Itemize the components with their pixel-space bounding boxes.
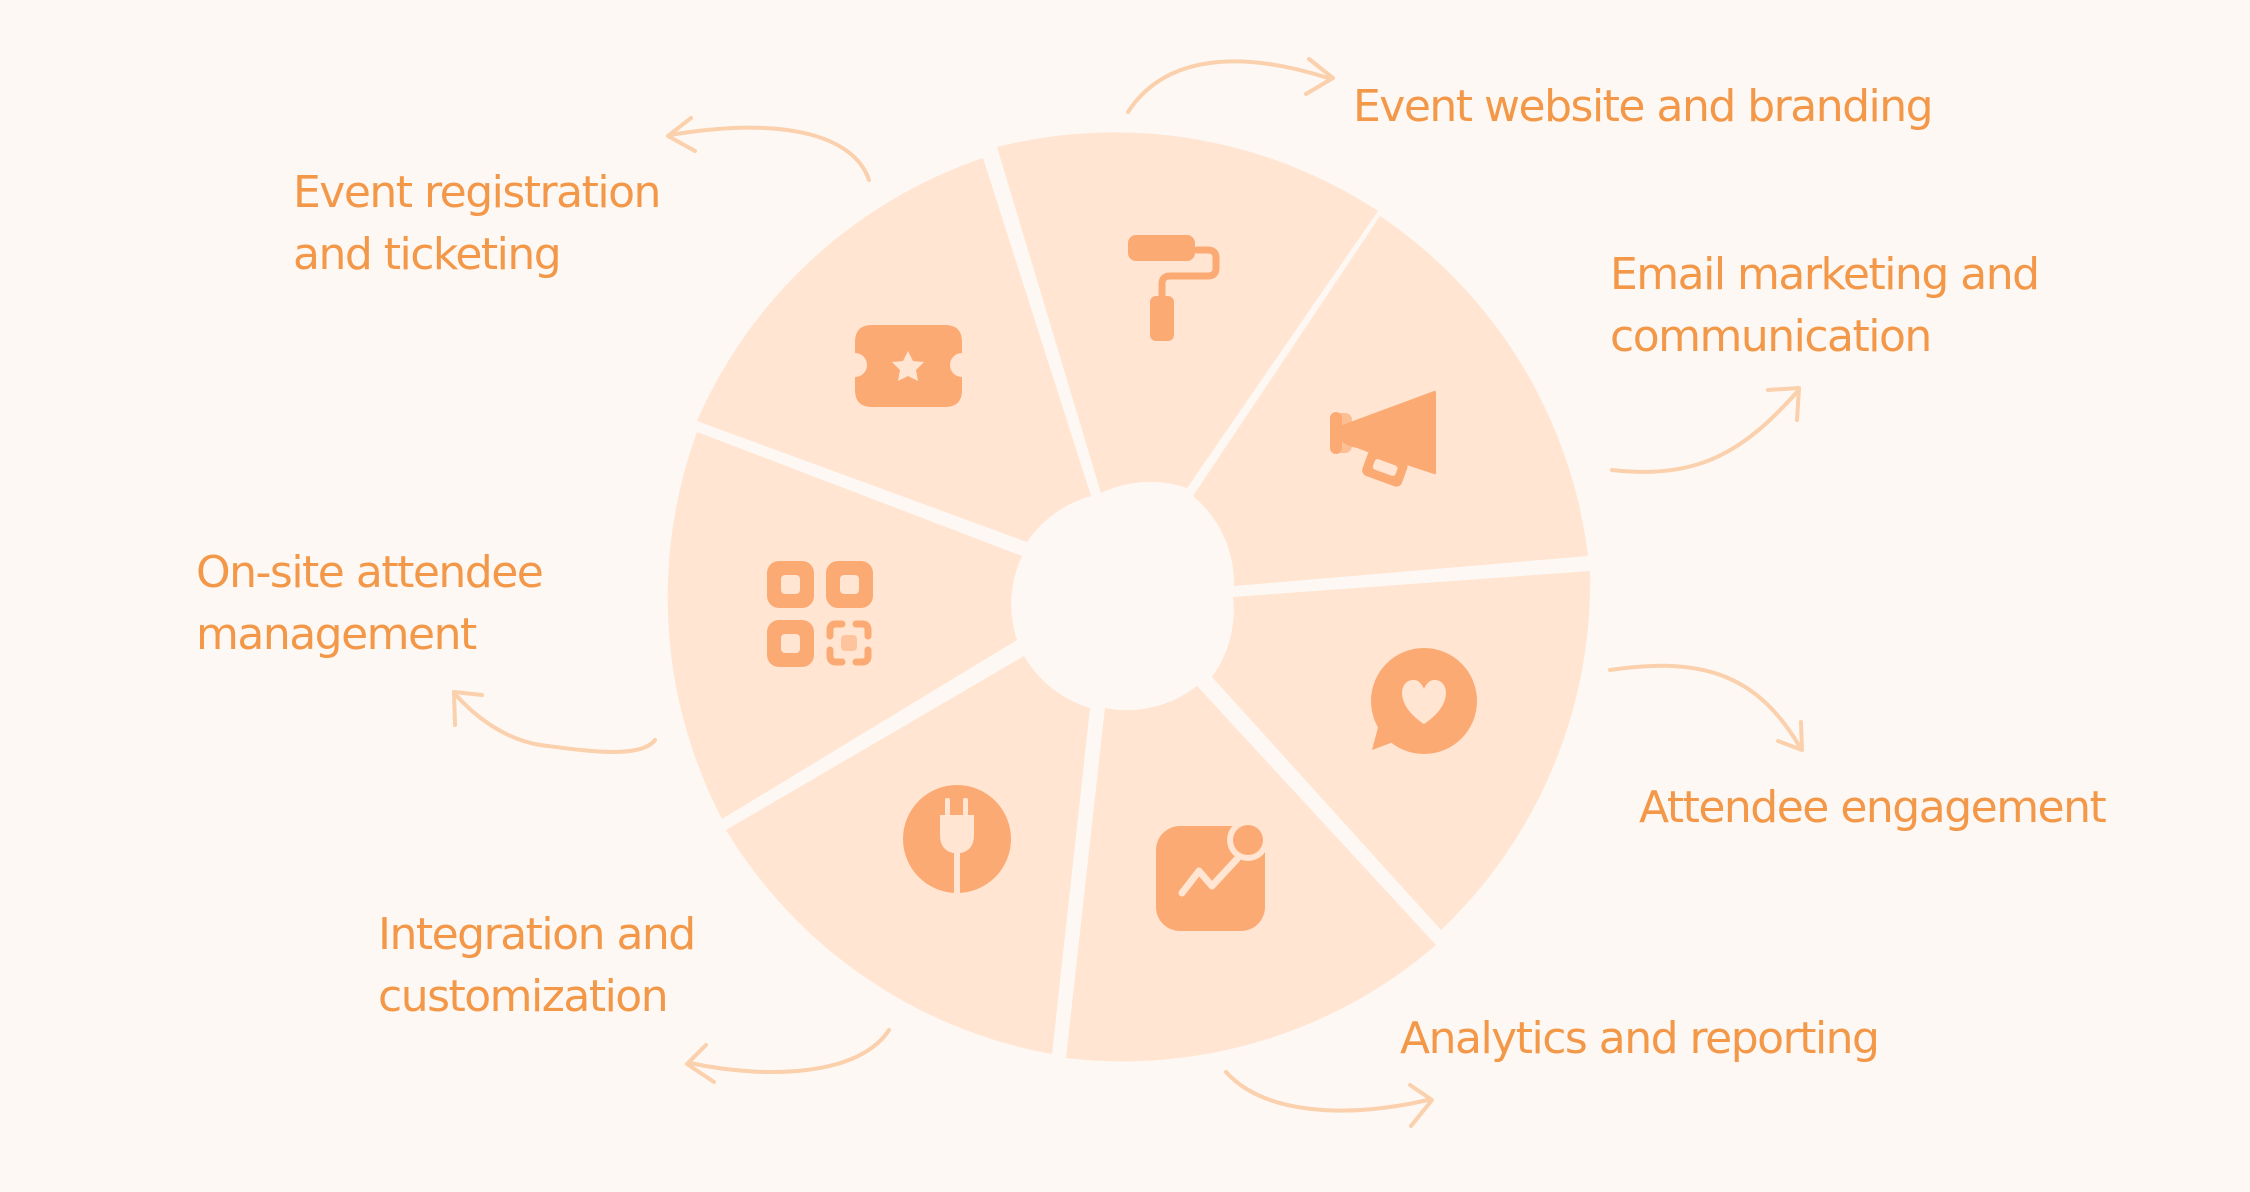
arrow-integration xyxy=(685,1028,891,1084)
arrow-website xyxy=(1126,57,1335,114)
megaphone-icon xyxy=(1330,390,1436,487)
segment-email xyxy=(1193,216,1588,586)
label-email-marketing: Email marketing and communication xyxy=(1610,244,2040,368)
label-line: Event website and branding xyxy=(1353,81,1934,132)
arrow-registration xyxy=(666,116,871,182)
label-line: and ticketing xyxy=(293,229,562,280)
label-onsite-management: On-site attendee management xyxy=(196,542,544,666)
qr-code-icon xyxy=(767,561,873,667)
plug-icon xyxy=(903,785,1011,893)
segment-website xyxy=(997,132,1378,494)
label-line: Attendee engagement xyxy=(1639,782,2107,833)
arrow-onsite xyxy=(452,690,657,754)
paint-roller-icon xyxy=(1128,235,1220,341)
label-line: customization xyxy=(378,971,669,1022)
label-attendee-engagement: Attendee engagement xyxy=(1639,777,2107,839)
arrow-analytics xyxy=(1224,1070,1434,1128)
label-line: Email marketing and xyxy=(1610,249,2040,300)
label-event-website: Event website and branding xyxy=(1353,76,1934,138)
label-line: communication xyxy=(1610,311,1932,362)
arrow-email xyxy=(1610,386,1801,474)
label-analytics-reporting: Analytics and reporting xyxy=(1400,1008,1880,1070)
heart-chat-icon xyxy=(1371,648,1477,754)
label-line: management xyxy=(196,609,477,660)
label-event-registration: Event registration and ticketing xyxy=(293,162,661,286)
arrow-engagement xyxy=(1608,663,1804,752)
label-line: Analytics and reporting xyxy=(1400,1013,1880,1064)
ticket-icon xyxy=(855,325,962,407)
label-line: Event registration xyxy=(293,167,661,218)
label-integration: Integration and customization xyxy=(378,904,696,1028)
segment-engagement xyxy=(1212,571,1591,930)
label-line: Integration and xyxy=(378,909,696,960)
analytics-chart-icon xyxy=(1156,819,1269,931)
label-line: On-site attendee xyxy=(196,547,544,598)
